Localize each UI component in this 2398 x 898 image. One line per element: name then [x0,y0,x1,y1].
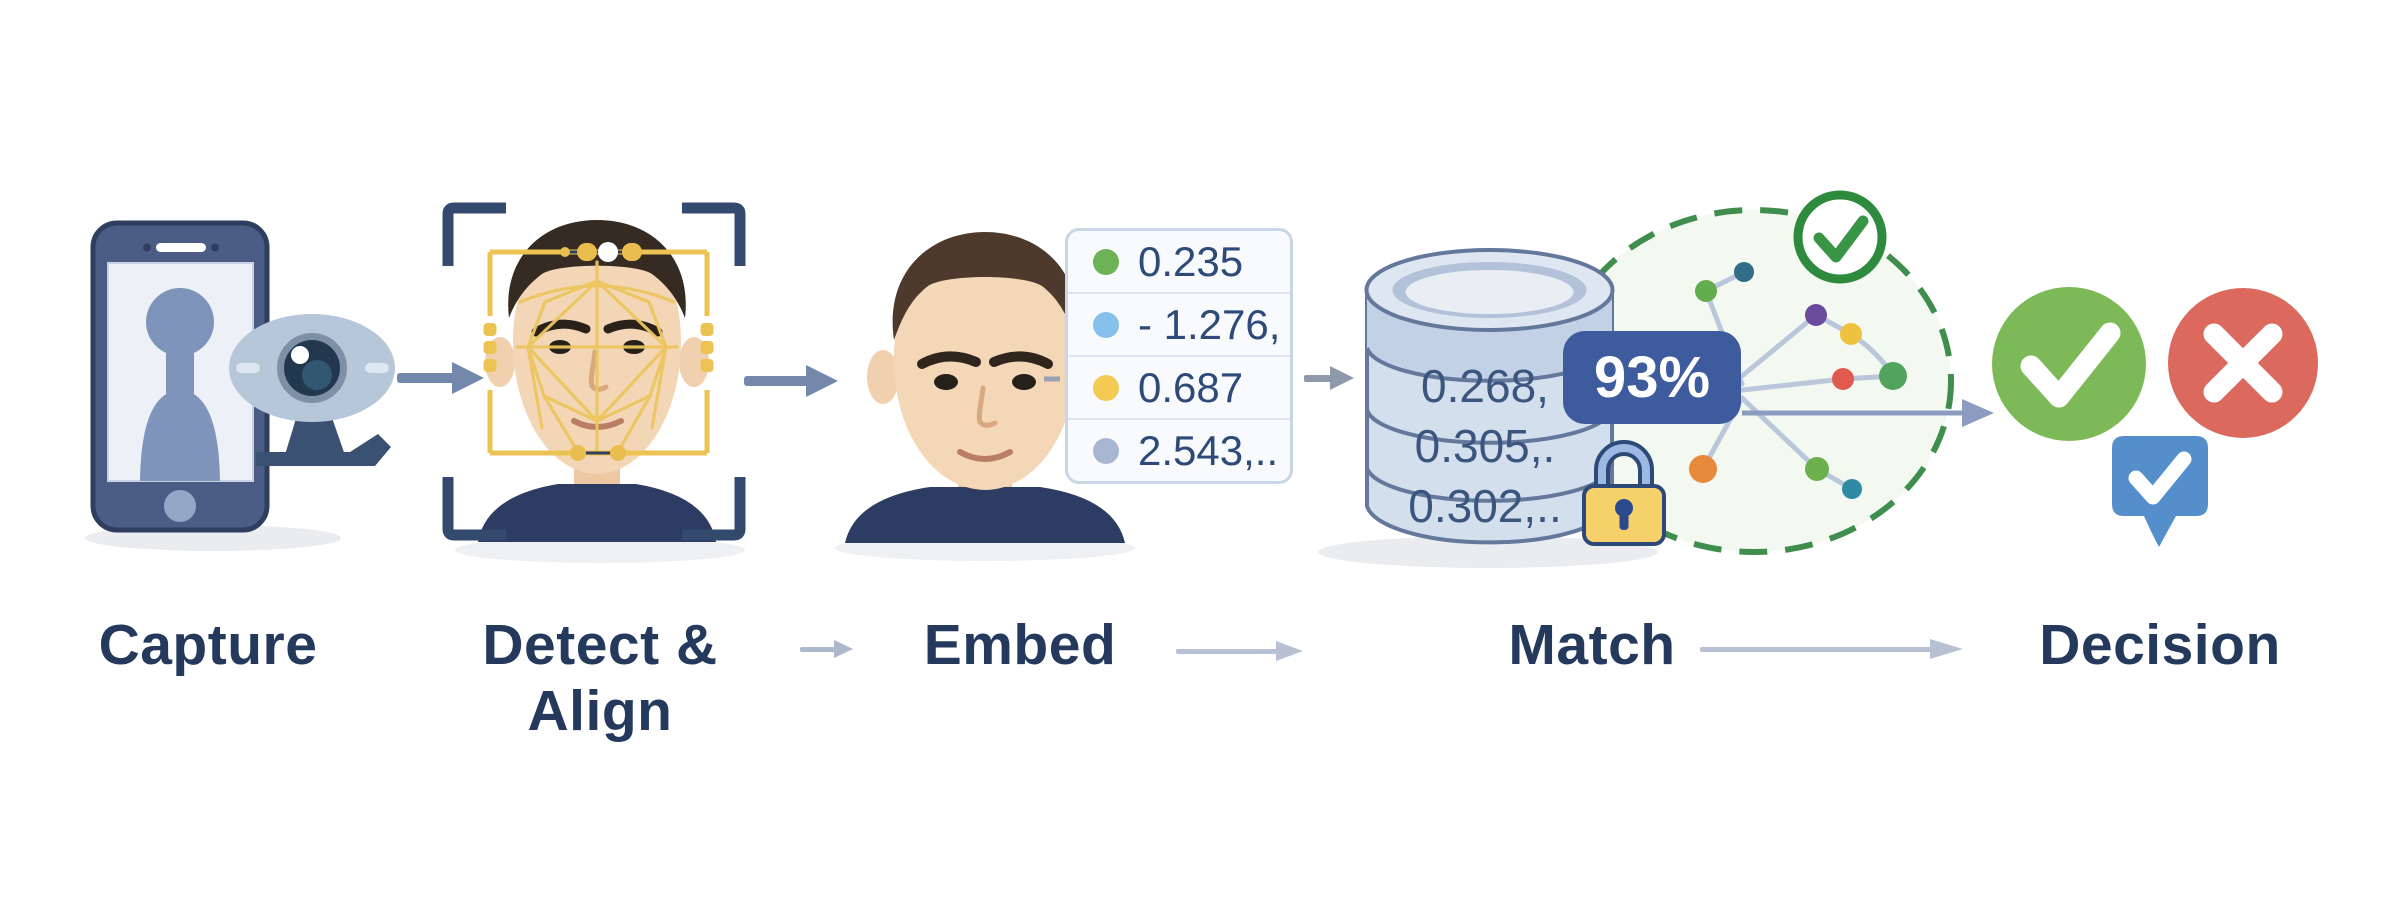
embedding-value-row: 0.687 [1068,357,1290,420]
embedding-vector-panel: 0.235 - 1.276, 0.687 2.543,.. [1065,228,1293,484]
step-label-embed: Embed [923,613,1117,677]
verified-badge-bubble-icon [2112,436,2208,547]
face-mesh-icon [515,260,679,454]
embedding-value-row: 0.235 [1068,231,1290,294]
label-arrow-embed-match [1176,641,1303,661]
landmark-dots [560,242,642,461]
embedding-value: - 1.276, [1138,300,1281,348]
arrow-embed-to-database [1304,366,1354,390]
database-row-value: 0.302,.. [1408,480,1562,532]
user-silhouette-icon [140,288,220,481]
label-arrow-match-decision [1700,639,1963,659]
approve-check-icon [1992,287,2146,441]
step-label-detect-align: Detect & Align [482,613,718,743]
webcam-icon [229,314,395,466]
vector-dot-icon [1093,437,1119,464]
verified-check-circle-icon [1793,190,1887,284]
match-score-badge: 93% [1563,331,1741,424]
graph-nodes [1689,262,1907,499]
vector-dot-icon [1093,311,1119,338]
similarity-graph-icon [1554,190,1994,555]
label-arrow-detect-embed [800,640,853,658]
database-row-value: 0.268, [1421,360,1549,412]
embedding-value-row: - 1.276, [1068,294,1290,357]
embedding-value: 2.543,.. [1138,426,1279,474]
corner-brackets [442,202,746,541]
embedding-value-row: 2.543,.. [1068,420,1290,481]
embedding-value: 0.235 [1138,237,1244,285]
database-row-value: 0.305,. [1414,420,1556,472]
step-label-decision: Decision [2039,613,2281,677]
embedding-value: 0.687 [1138,363,1244,411]
face-detect-frame-icon [442,202,746,542]
lock-icon [1582,440,1666,546]
vector-dot-icon [1093,374,1119,401]
reject-x-icon [2168,288,2318,438]
arrow-detect-to-embed [744,365,838,397]
vector-dot-icon [1093,248,1119,275]
step-label-capture: Capture [98,613,318,677]
arrow-capture-to-detect [397,362,484,394]
database-icon [1364,248,1615,545]
match-score-value: 93% [1593,345,1711,410]
step-label-match: Match [1508,613,1676,677]
